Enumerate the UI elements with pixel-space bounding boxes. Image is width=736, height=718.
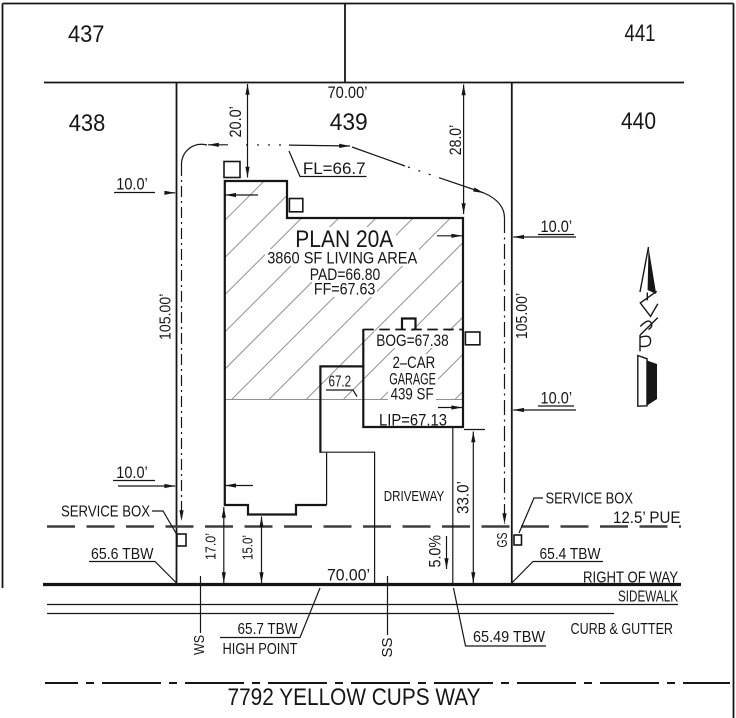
svg-text:12.5’ PUE: 12.5’ PUE [613,509,681,527]
svg-text:65.49 TBW: 65.49 TBW [473,629,546,646]
svg-text:10.0’: 10.0’ [116,176,148,194]
svg-text:439: 439 [330,109,368,136]
svg-text:65.6 TBW: 65.6 TBW [91,546,154,563]
svg-text:28.0’: 28.0’ [447,125,465,155]
svg-text:65.4 TBW: 65.4 TBW [540,546,602,563]
svg-text:RIGHT OF WAY: RIGHT OF WAY [583,570,678,587]
svg-text:GARAGE: GARAGE [389,371,436,389]
svg-text:10.0’: 10.0’ [541,218,573,236]
svg-text:FF=67.63: FF=67.63 [314,281,376,299]
svg-text:440: 440 [621,108,656,135]
svg-text:CURB & GUTTER: CURB & GUTTER [571,621,674,638]
svg-text:105.00’: 105.00’ [514,293,531,339]
svg-text:105.00’: 105.00’ [157,294,174,340]
svg-text:SERVICE BOX: SERVICE BOX [61,504,150,521]
svg-text:10.0’: 10.0’ [541,390,573,408]
svg-text:437: 437 [68,21,105,48]
svg-text:SIDEWALK: SIDEWALK [618,589,678,606]
svg-text:2–CAR: 2–CAR [392,354,435,372]
svg-text:7792 YELLOW CUPS WAY: 7792 YELLOW CUPS WAY [228,684,481,711]
svg-text:FL=66.7: FL=66.7 [303,160,366,178]
svg-text:439 SF: 439 SF [391,386,434,404]
svg-text:65.7 TBW: 65.7 TBW [238,621,299,638]
svg-text:67.2: 67.2 [329,374,352,391]
svg-text:BOG=67.38: BOG=67.38 [376,331,449,350]
svg-text:WS: WS [191,635,208,655]
svg-text:SERVICE BOX: SERVICE BOX [546,491,634,508]
svg-text:70.00’: 70.00’ [327,566,370,585]
svg-text:5.0%: 5.0% [427,535,445,568]
svg-text:70.00’: 70.00’ [328,84,368,102]
svg-text:20.0’: 20.0’ [227,106,245,137]
svg-text:PAD=66.80: PAD=66.80 [310,266,381,284]
svg-text:SS: SS [379,638,396,658]
svg-text:HIGH POINT: HIGH POINT [223,641,298,658]
svg-text:10.0’: 10.0’ [116,464,148,482]
svg-text:33.0’: 33.0’ [454,481,472,514]
svg-text:438: 438 [69,110,106,137]
svg-text:DRIVEWAY: DRIVEWAY [384,488,445,505]
svg-text:15.0’: 15.0’ [240,535,257,560]
svg-text:3860 SF LIVING AREA: 3860 SF LIVING AREA [267,250,417,268]
svg-text:441: 441 [625,20,656,47]
svg-text:LIP=67.13: LIP=67.13 [379,411,447,430]
svg-text:PLAN 20A: PLAN 20A [295,226,393,253]
svg-text:17.0’: 17.0’ [202,533,219,560]
svg-text:GS: GS [494,533,511,548]
